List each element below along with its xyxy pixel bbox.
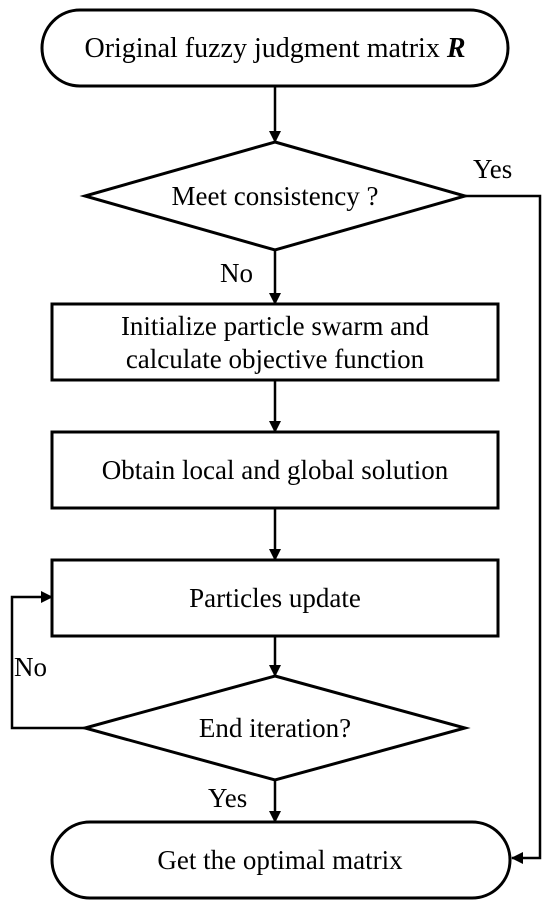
consistency-label: Meet consistency ? xyxy=(172,181,379,211)
obtain-label: Obtain local and global solution xyxy=(102,455,449,485)
iteration-no-loop-path xyxy=(10,591,85,730)
consistency-yes-label: Yes xyxy=(473,154,512,184)
init-label-line1: Initialize particle swarm and xyxy=(121,311,430,341)
end-iteration-label: End iteration? xyxy=(199,713,351,743)
final-terminator xyxy=(50,820,512,900)
start-label: Original fuzzy judgment matrix R xyxy=(84,33,465,64)
iteration-yes-label: Yes xyxy=(208,783,247,813)
init-process xyxy=(50,302,500,382)
obtain-process xyxy=(50,430,500,510)
init-label-line2: calculate objective function xyxy=(126,344,425,374)
consistency-yes-path xyxy=(465,194,542,864)
iteration-no-label: No xyxy=(14,652,47,682)
update-label: Particles update xyxy=(189,583,361,613)
final-label: Get the optimal matrix xyxy=(157,845,403,875)
consistency-no-label: No xyxy=(220,258,253,288)
